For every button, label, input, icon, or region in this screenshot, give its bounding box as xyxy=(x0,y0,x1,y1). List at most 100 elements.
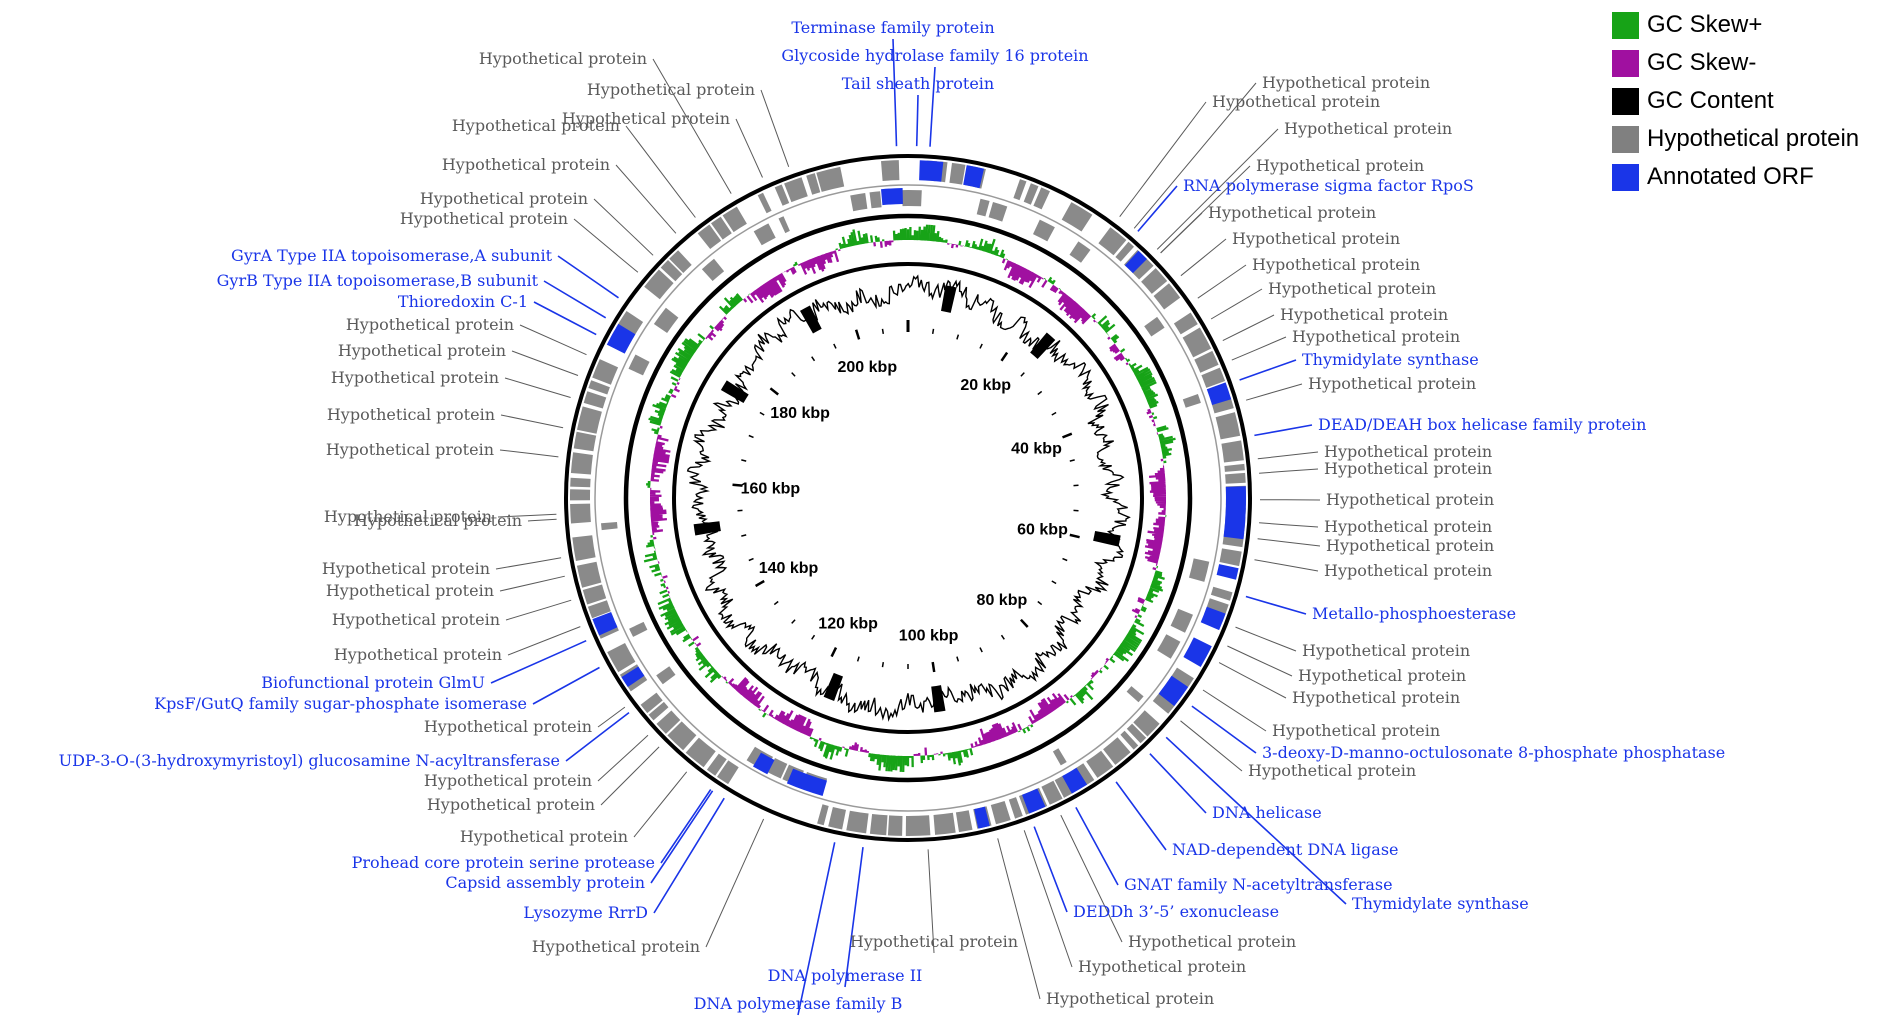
label-leader-line xyxy=(736,119,763,178)
gene-label: Hypothetical protein xyxy=(324,507,492,526)
ruler-tick xyxy=(741,460,746,461)
ruler-tick xyxy=(1002,353,1008,361)
gene-label: Hypothetical protein xyxy=(562,109,730,128)
gene-label: Hypothetical protein xyxy=(1212,92,1380,111)
gene-label: UDP-3-O-(3-hydroxymyristoyl) glucosamine… xyxy=(59,751,560,770)
gene-label: Tail sheath protein xyxy=(842,74,994,93)
gene-arc xyxy=(784,177,808,202)
gene-arc xyxy=(991,801,1011,824)
ruler-tick xyxy=(957,335,959,340)
label-leader-line xyxy=(798,842,835,1015)
ruler-tick xyxy=(1070,460,1075,461)
label-leader-line xyxy=(505,378,571,398)
gene-label: Hypothetical protein xyxy=(424,717,592,736)
label-leader-line xyxy=(1181,721,1243,771)
gene-label: Metallo-phosphoesterase xyxy=(1312,604,1516,623)
gene-label: NAD-dependent DNA ligase xyxy=(1172,840,1399,859)
gc-content-peak xyxy=(1093,531,1121,547)
ruler-label: 120 kbp xyxy=(818,615,878,632)
gene-arc xyxy=(902,190,908,206)
label-leader-line xyxy=(1246,384,1302,400)
annotated-orf-arc xyxy=(881,188,903,205)
gene-label: Hypothetical protein xyxy=(1302,641,1470,660)
label-leader-line xyxy=(616,165,676,233)
gene-label: Prohead core protein serine protease xyxy=(352,853,655,872)
gene-arc xyxy=(1216,412,1241,439)
ruler-tick xyxy=(980,648,982,653)
gene-arc xyxy=(629,622,647,637)
gene-label: Thymidylate synthase xyxy=(1302,350,1479,369)
gene-label: Hypothetical protein xyxy=(400,209,568,228)
ruler-label: 140 kbp xyxy=(759,560,819,577)
gene-label: GyrA Type IIA topoisomerase,A subunit xyxy=(231,246,553,265)
ruler-tick xyxy=(749,436,754,438)
gene-arc xyxy=(908,190,922,206)
gene-label: Capsid assembly protein xyxy=(445,873,645,892)
gene-label: RNA polymerase sigma factor RpoS xyxy=(1183,176,1474,195)
ruler-tick xyxy=(957,657,959,662)
legend-label: Hypothetical protein xyxy=(1647,125,1859,153)
ruler-tick xyxy=(832,648,836,657)
gene-arc xyxy=(1220,548,1242,566)
label-leader-line xyxy=(1211,289,1262,319)
label-leader-line xyxy=(1203,690,1266,731)
legend-item-gc-content: GC Content xyxy=(1612,82,1902,120)
gene-label: Hypothetical protein xyxy=(1232,229,1400,248)
label-leader-line xyxy=(520,325,587,355)
gene-label: Hypothetical protein xyxy=(1208,203,1376,222)
label-leader-line xyxy=(1236,627,1297,651)
gene-arc xyxy=(577,406,602,433)
legend-label: GC Content xyxy=(1647,87,1774,115)
label-leader-line xyxy=(1232,337,1286,360)
gene-arc xyxy=(816,167,844,192)
ruler-tick xyxy=(792,620,795,624)
label-leader-line xyxy=(512,351,578,376)
gene-label: Terminase family protein xyxy=(791,18,994,37)
gc-content-peak xyxy=(1030,333,1055,360)
gene-label: Hypothetical protein xyxy=(1262,73,1430,92)
ruler-label: 20 kbp xyxy=(960,377,1011,394)
gene-label: Hypothetical protein xyxy=(532,937,700,956)
label-leader-line xyxy=(1258,539,1320,546)
gene-track xyxy=(570,160,1246,836)
label-leader-line xyxy=(598,735,648,781)
label-leader-line xyxy=(1150,754,1206,813)
gene-label: Hypothetical protein xyxy=(1128,932,1296,951)
gene-label: Hypothetical protein xyxy=(427,795,595,814)
gene-label: Hypothetical protein xyxy=(479,49,647,68)
gene-arc xyxy=(1224,464,1245,472)
annotated-orf-arc xyxy=(919,160,943,182)
track-ring xyxy=(566,156,1250,840)
gene-label: Hypothetical protein xyxy=(326,440,494,459)
gene-label: Hypothetical protein xyxy=(1326,536,1494,555)
ruler-tick xyxy=(1021,373,1024,377)
gene-arc xyxy=(989,202,1008,222)
gene-arc xyxy=(654,308,679,333)
gene-label: Hypothetical protein xyxy=(1292,327,1460,346)
gene-label: Hypothetical protein xyxy=(338,341,506,360)
gene-arc xyxy=(570,504,591,524)
label-leader-line xyxy=(594,199,653,255)
ruler-tick xyxy=(1038,602,1042,605)
label-leader-line xyxy=(501,415,563,428)
gene-label: DNA polymerase family B xyxy=(694,994,903,1013)
gene-arc xyxy=(949,163,965,185)
gene-arc xyxy=(934,813,956,835)
gene-arc xyxy=(870,191,882,208)
ruler-tick xyxy=(1052,581,1056,584)
gene-arc xyxy=(977,199,990,217)
gene-label: DNA helicase xyxy=(1212,803,1322,822)
gene-label: Hypothetical protein xyxy=(850,932,1018,951)
gene-arc xyxy=(1013,179,1026,200)
label-leader-line xyxy=(634,772,687,837)
gene-arc xyxy=(956,810,973,832)
legend-swatch xyxy=(1612,88,1639,115)
legend-item-gc-skew-positive: GC Skew+ xyxy=(1612,6,1902,44)
gene-arc xyxy=(656,666,675,684)
label-leader-line xyxy=(500,576,565,591)
label-leader-line xyxy=(661,790,711,864)
gene-arc xyxy=(570,478,590,488)
ruler-tick xyxy=(1002,635,1005,639)
gene-label: Hypothetical protein xyxy=(424,771,592,790)
gene-label: Hypothetical protein xyxy=(1326,490,1494,509)
